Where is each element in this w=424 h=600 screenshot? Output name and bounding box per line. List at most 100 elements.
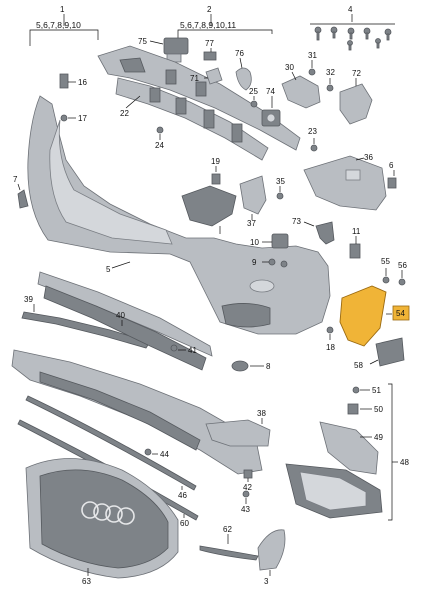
part-3-spoiler xyxy=(11,349,263,475)
callout-74: 74 xyxy=(266,87,275,96)
part-5-bumper-cover: 5 xyxy=(27,95,331,335)
callout-18: 18 xyxy=(326,343,335,352)
part-63-corner: 3 xyxy=(257,529,286,586)
callout-77: 77 xyxy=(205,39,214,48)
callout-50: 50 xyxy=(374,405,383,414)
part-17-screw: 17 xyxy=(60,114,87,123)
callout-44: 44 xyxy=(160,450,169,459)
callout-54: 54 xyxy=(396,309,405,318)
callout-38: 38 xyxy=(257,409,266,418)
callout-35: 35 xyxy=(276,177,285,186)
part-62-strip: 62 xyxy=(199,525,259,561)
part-11-cap: 11 xyxy=(349,227,361,259)
part-35-screw: 35 xyxy=(276,177,285,200)
part-54-highlighted-bracket: 54 xyxy=(339,285,410,347)
group-1-label: 1 xyxy=(60,5,65,14)
part-49-bracket: 49 xyxy=(319,421,383,475)
part-37-bracket: 37 xyxy=(239,175,267,228)
callout-58: 58 xyxy=(354,361,363,370)
part-6-bracket: 36 xyxy=(303,153,387,211)
part-8-tow-cap: 8 xyxy=(231,360,271,372)
callout-48: 48 xyxy=(400,458,409,467)
callout-75: 75 xyxy=(138,37,147,46)
part-39-strip: 39 xyxy=(21,295,151,349)
callout-51: 51 xyxy=(372,386,381,395)
callout-72: 72 xyxy=(352,69,361,78)
part-44-bolt: 44 xyxy=(144,448,169,459)
callout-11: 11 xyxy=(352,227,361,236)
part-74-sensor: 74 xyxy=(261,87,281,127)
callout-46: 46 xyxy=(178,491,187,500)
callout-63: 3 xyxy=(264,577,269,586)
part-7-cap: 7 xyxy=(13,175,29,209)
callout-42: 42 xyxy=(243,483,252,492)
callout-7: 7 xyxy=(13,175,18,184)
part-30-bracket: 30 xyxy=(281,63,321,109)
callout-71: 71 xyxy=(190,74,199,83)
part-46-trim: 46 xyxy=(25,395,197,500)
part-40-lower-grille: 40 xyxy=(37,271,213,371)
part-41-bolt: 41 xyxy=(170,344,197,355)
callout-36: 19 xyxy=(211,157,220,166)
callout-17: 17 xyxy=(78,114,87,123)
part-56-bolt: 56 xyxy=(398,261,407,286)
part-24-clip: 24 xyxy=(155,126,164,150)
group-2-sublist: 5,6,7,8,9,10,11 xyxy=(180,20,236,30)
callout-32: 32 xyxy=(326,68,335,77)
callout-60: 60 xyxy=(180,519,189,528)
part-55-bolt: 55 xyxy=(381,257,390,284)
part-16-clip: 16 xyxy=(59,73,87,89)
part-76-cover: 76 xyxy=(235,49,252,91)
callout-19: 6 xyxy=(389,161,394,170)
part-70-main-grille: 63 xyxy=(25,458,179,586)
callout-5: 5 xyxy=(106,265,111,274)
part-73-hook: 73 xyxy=(292,217,335,245)
callout-56: 56 xyxy=(398,261,407,270)
part-10-housing: 10 xyxy=(250,233,289,249)
group-2-label: 2 xyxy=(207,5,212,14)
callout-30: 30 xyxy=(285,63,294,72)
callout-40: 40 xyxy=(116,311,125,320)
group-4-label: 4 xyxy=(348,5,353,14)
part-23-screw: 23 xyxy=(308,127,317,152)
part-9-clips: 9 xyxy=(252,258,288,268)
group-1-bracket: 1 5,6,7,8,9,10 xyxy=(29,5,99,46)
part-42-clip: 42 xyxy=(243,469,252,492)
part-38-bracket: 38 xyxy=(205,409,271,447)
part-18-clip: 18 xyxy=(326,326,335,352)
part-25-screw: 25 xyxy=(249,87,258,108)
group-2-bracket: 2 5,6,7,8,9,10,11 xyxy=(177,5,273,44)
part-48-bracket: 48 xyxy=(388,383,409,521)
callout-16: 16 xyxy=(78,78,87,87)
part-71-clip: 71 xyxy=(190,67,223,85)
callout-31: 31 xyxy=(308,51,317,60)
callout-6: 36 xyxy=(364,153,373,162)
part-43-bolt: 43 xyxy=(241,490,250,514)
callout-23: 23 xyxy=(308,127,317,136)
callout-76: 76 xyxy=(235,49,244,58)
part-19-clip: 6 xyxy=(387,161,397,189)
group-1-sublist: 5,6,7,8,9,10 xyxy=(36,20,81,30)
callout-62: 62 xyxy=(223,525,232,534)
part-32-clip: 32 xyxy=(326,68,335,92)
callout-25: 25 xyxy=(249,87,258,96)
callout-39: 39 xyxy=(24,295,33,304)
rings-logo xyxy=(81,501,135,525)
part-75-sensor: 75 xyxy=(138,37,189,63)
part-50-clip: 50 xyxy=(347,403,383,415)
group-4-bracket: 4 xyxy=(310,5,395,51)
part-36-clip: 19 xyxy=(211,157,220,185)
callout-37: 37 xyxy=(247,219,256,228)
callout-8: 8 xyxy=(266,362,271,371)
part-51-bolt: 51 xyxy=(352,386,381,395)
callout-10: 10 xyxy=(250,238,259,247)
part-22-carrier: 22 xyxy=(97,45,301,161)
screw-set xyxy=(314,26,392,51)
callout-49: 49 xyxy=(374,433,383,442)
callout-70: 63 xyxy=(82,577,91,586)
callout-55: 55 xyxy=(381,257,390,266)
part-77-bracket: 77 xyxy=(203,39,217,61)
callout-24: 24 xyxy=(155,141,164,150)
callout-9: 9 xyxy=(252,258,257,267)
part-58-cap: 58 xyxy=(354,337,405,370)
